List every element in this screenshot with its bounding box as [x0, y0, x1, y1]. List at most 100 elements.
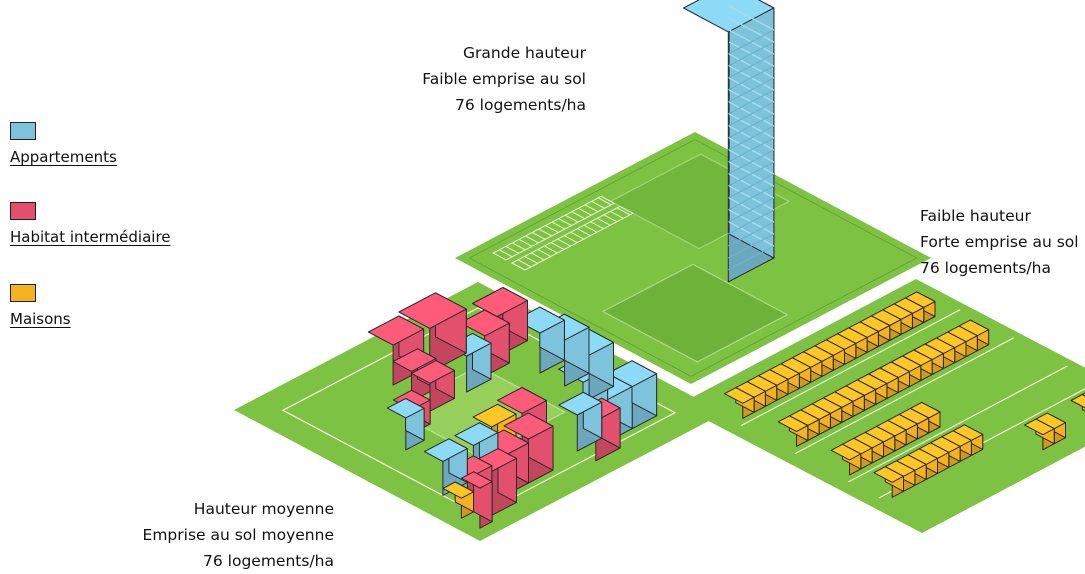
- houses-street: [740, 309, 961, 427]
- house: [825, 333, 857, 365]
- tower-floor-line: [727, 29, 775, 55]
- mixed-building: [447, 332, 492, 393]
- parking-stall: [518, 238, 533, 247]
- parking-stall: [564, 235, 578, 244]
- parking-stall: [512, 242, 526, 251]
- house-row-3: [830, 401, 941, 476]
- legend-label-habitat-intermediaire: Habitat intermédiaire: [10, 228, 171, 246]
- tower-floor-line: [727, 65, 775, 91]
- house: [822, 391, 854, 423]
- tower-floor-line: [727, 77, 775, 103]
- caption-mixed-line-3: 76 logements/ha: [203, 552, 334, 570]
- parking-stall: [570, 231, 585, 240]
- house: [935, 331, 967, 364]
- house: [842, 437, 873, 470]
- parking-stall: [531, 232, 546, 240]
- house: [864, 425, 896, 458]
- parking-stall: [616, 207, 631, 216]
- parking-stall: [583, 224, 598, 233]
- tower-parking-row: [510, 205, 635, 271]
- house: [876, 419, 907, 452]
- house: [777, 415, 809, 447]
- parking-stall: [584, 204, 599, 213]
- mixed-building: [442, 481, 475, 519]
- parking-stall: [545, 225, 559, 233]
- legend-item-maisons: Maisons: [10, 284, 71, 328]
- tower-floor-line: [728, 17, 775, 43]
- house: [947, 325, 978, 358]
- house: [909, 401, 941, 434]
- tower-floor-line: [727, 41, 775, 67]
- house: [952, 424, 984, 456]
- house: [724, 387, 755, 419]
- parking-stall: [525, 235, 539, 244]
- house: [814, 339, 845, 371]
- tower-floor-line: [727, 125, 775, 151]
- house: [830, 443, 862, 476]
- parking-stall: [590, 221, 604, 230]
- caption-houses-line-3: 76 logements/ha: [920, 259, 1051, 277]
- caption-mixed: Hauteur moyenne Emprise au sol moyenne 7…: [120, 496, 334, 574]
- mixed-building: [460, 471, 493, 529]
- houses-street: [794, 337, 1015, 455]
- caption-houses: Faible hauteur Forte emprise au sol 76 l…: [920, 203, 1079, 281]
- parking-stall: [597, 217, 611, 226]
- house: [941, 430, 972, 462]
- house: [803, 345, 834, 377]
- mixed-building: [607, 360, 658, 430]
- house: [856, 373, 888, 405]
- parking-stall: [544, 245, 558, 254]
- house: [780, 357, 812, 389]
- caption-tower-line-3: 76 logements/ha: [455, 96, 586, 114]
- parking-stall: [550, 242, 565, 250]
- house: [845, 379, 877, 411]
- mixed-building: [386, 398, 425, 451]
- house: [904, 291, 936, 323]
- house: [873, 466, 904, 498]
- mixed-building: [503, 412, 554, 484]
- house: [898, 407, 930, 440]
- house: [887, 413, 918, 446]
- legend-swatch-maisons: [10, 284, 36, 302]
- parking-stall: [524, 255, 538, 264]
- tower-floor-line: [727, 221, 775, 247]
- tower-floor-line: [727, 245, 775, 271]
- house: [853, 431, 884, 464]
- house: [735, 381, 766, 413]
- parking-stall: [597, 197, 612, 206]
- tower-floor-line: [727, 233, 775, 259]
- caption-houses-line-2: Forte emprise au sol: [920, 233, 1079, 251]
- house: [837, 327, 868, 359]
- parking-stall: [557, 238, 571, 247]
- parking-stall: [564, 214, 579, 223]
- house: [834, 385, 865, 417]
- parking-stall: [517, 259, 532, 268]
- parking-stall: [591, 200, 605, 209]
- tower-lawn-1: [601, 263, 789, 363]
- house-row-4: [873, 424, 984, 498]
- parking-stall: [551, 221, 566, 230]
- caption-houses-line-1: Faible hauteur: [920, 207, 1031, 225]
- house-row-e1: [1024, 412, 1066, 451]
- parking-outline: [510, 205, 635, 271]
- tower-floor-line: [727, 173, 775, 199]
- parking-stall: [531, 252, 545, 261]
- tower-floor-stripes: [727, 5, 775, 271]
- parking-stall: [571, 211, 585, 220]
- tower-floor-line: [727, 89, 775, 115]
- caption-tower: Grande hauteur Faible emprise au sol 76 …: [380, 40, 586, 118]
- house: [924, 337, 956, 370]
- legend-label-appartements: Appartements: [10, 148, 117, 166]
- mixed-building: [423, 438, 468, 496]
- parking-stall: [610, 210, 624, 219]
- legend-item-habitat-intermediaire: Habitat intermédiaire: [10, 202, 171, 246]
- legend-item-appartements: Appartements: [10, 122, 117, 166]
- house: [800, 403, 831, 435]
- house-row-2: [777, 319, 990, 447]
- caption-mixed-line-1: Hauteur moyenne: [193, 500, 334, 518]
- house: [1035, 412, 1066, 445]
- house: [882, 303, 913, 335]
- parking-stall: [538, 228, 552, 237]
- caption-tower-line-1: Grande hauteur: [463, 44, 586, 62]
